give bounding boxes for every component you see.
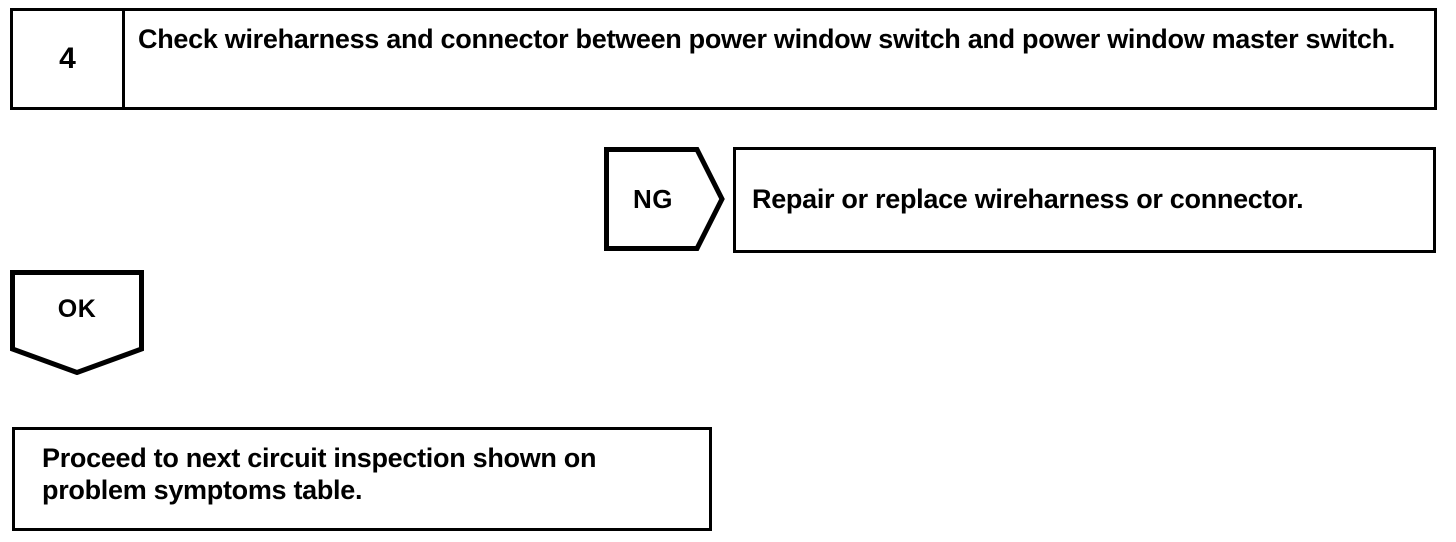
ok-branch-label: OK: [57, 294, 97, 323]
ok-down-arrow-icon: [10, 270, 144, 375]
step-instruction-text: Check wireharness and connector between …: [138, 24, 1395, 54]
ok-result-box: Proceed to next circuit inspection shown…: [12, 427, 712, 531]
step-number-cell: 4: [13, 11, 125, 107]
ng-branch-label: NG: [633, 183, 673, 214]
ok-result-text: Proceed to next circuit inspection shown…: [42, 443, 597, 505]
ng-branch-connector: NG: [604, 147, 725, 251]
inspection-step-row: 4 Check wireharness and connector betwee…: [10, 8, 1437, 110]
ok-branch-connector: OK: [10, 270, 144, 375]
step-instruction-cell: Check wireharness and connector between …: [125, 11, 1434, 107]
ng-right-arrow-icon: [604, 147, 725, 251]
ng-result-box: Repair or replace wireharness or connect…: [733, 147, 1436, 253]
step-number: 4: [59, 42, 76, 75]
ng-result-text: Repair or replace wireharness or connect…: [752, 184, 1304, 215]
